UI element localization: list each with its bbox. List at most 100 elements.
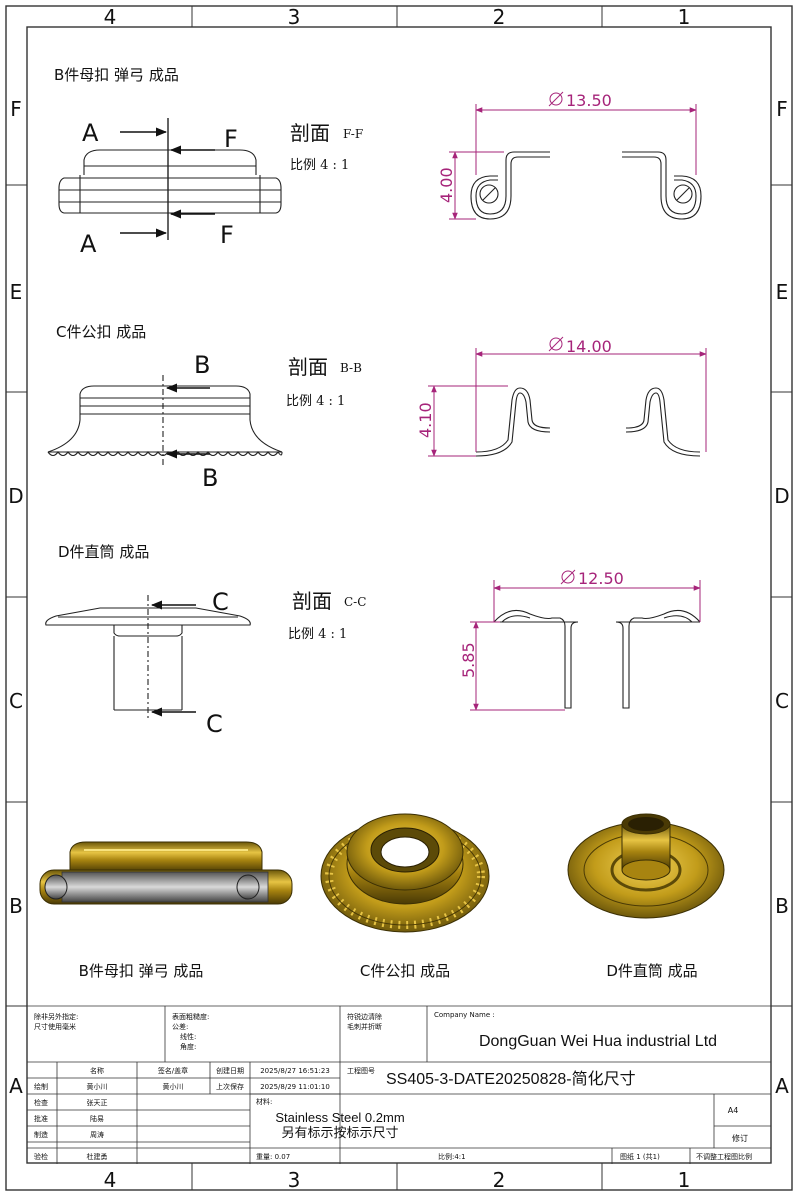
part-c-cut-label-b-top: B [194,351,210,379]
zone-row-f-right: F [776,97,788,121]
tb-create-label: 创建日期 [216,1066,244,1075]
tb-deburr-1: 符锐边清除 [347,1012,382,1021]
zone-row-c-left: C [9,689,23,713]
zone-labels: 4 3 2 1 4 3 2 1 F E D C B A F E D C B A [8,5,789,1192]
part-b-dim-height: 4.00 [437,167,456,203]
tb-role-draw: 绘制 [34,1082,48,1091]
part-d-render [567,813,725,919]
tb-note-2: 尺寸使用毫米 [34,1022,76,1031]
tb-role-check-name: 张天正 [87,1098,108,1107]
tb-finish-3: 线性: [180,1032,196,1041]
part-d-section: D件直筒 成品 C C 剖面 C-C 比例 4 : 1 [45,543,701,738]
zone-row-f-left: F [10,97,22,121]
part-d-scale: 比例 4 : 1 [288,627,347,642]
part-b-profile [470,151,702,220]
tb-note-1: 除非另外指定: [34,1012,78,1021]
tb-role-draw-name: 黄小川 [87,1082,108,1091]
zone-row-d-right: D [774,484,789,508]
zone-row-e-left: E [10,280,23,304]
tb-role-approve-name: 陆易 [90,1114,104,1123]
part-c-section: C件公扣 成品 B B 剖面 B-B 比例 4 : 1 [47,323,707,492]
part-c-dim-height: 4.10 [416,402,435,438]
tb-finish-4: 角度: [180,1042,196,1051]
part-c-profile [475,387,701,457]
border-frame [5,5,793,1191]
zone-col-4-top: 4 [104,5,117,29]
tb-scale: 比例:4:1 [438,1152,466,1161]
tb-role-make-name: 周涛 [90,1130,104,1139]
tb-material-label: 材料: [256,1097,272,1106]
zone-col-2-bottom: 2 [493,1168,506,1192]
tb-size: A4 [728,1106,739,1115]
part-c-render [320,813,490,933]
part-d-title: D件直筒 成品 [58,543,149,561]
part-d-dimensions [470,569,701,711]
tb-deburr-2: 毛刺并折断 [347,1022,382,1031]
tb-sheet: 图纸 1 (共1) [620,1152,660,1161]
part-c-section-label: 剖面 [288,355,328,379]
part-b-section: B件母扣 弹弓 成品 A A F F 剖面 F-F 比例 4 : 1 [54,66,702,258]
part-b-render [39,841,293,905]
tb-col-sign: 签名/盖章 [158,1066,188,1075]
part-d-cut-label-c-bottom: C [206,710,223,738]
part-c-dimensions [428,336,707,457]
part-b-section-id: F-F [343,127,363,141]
part-c-cut-arrows [165,383,210,459]
part-c-cut-label-b-bottom: B [202,464,218,492]
part-c-section-id: B-B [340,361,362,375]
part-d-section-label: 剖面 [292,589,332,613]
part-b-section-label: 剖面 [290,121,330,145]
zone-row-d-left: D [8,484,23,508]
part-d-section-id: C-C [344,595,366,609]
part-b-title: B件母扣 弹弓 成品 [54,66,179,84]
caption-part-b: B件母扣 弹弓 成品 [79,962,204,980]
tb-material-1: Stainless Steel 0.2mm [275,1110,404,1125]
tb-revision: 修订 [732,1133,748,1143]
tb-create-date: 2025/8/27 16:51:23 [260,1067,330,1075]
part-d-side-view [45,595,251,720]
zone-col-2-top: 2 [493,5,506,29]
tb-weight: 重量: 0.07 [256,1153,290,1161]
zone-col-4-bottom: 4 [104,1168,117,1192]
part-b-cut-label-f-bottom: F [220,221,234,249]
tb-role-make: 制造 [34,1130,48,1139]
tb-save-label: 上次保存 [216,1082,244,1091]
tb-save-date: 2025/8/29 11:01:10 [260,1083,330,1091]
tb-material-2: 另有标示按标示尺寸 [281,1125,398,1140]
zone-col-1-bottom: 1 [678,1168,691,1192]
zone-row-c-right: C [775,689,789,713]
part-c-title: C件公扣 成品 [56,323,146,341]
part-b-dim-diameter: 13.50 [566,91,612,110]
title-block [27,1005,771,1164]
tb-role-approve: 批准 [34,1114,48,1123]
tb-finish-2: 公差: [172,1022,188,1031]
part-c-scale: 比例 4 : 1 [286,394,345,409]
part-d-dim-diameter: 12.50 [578,569,624,588]
part-b-cut-label-f-top: F [224,125,238,153]
zone-row-a-left: A [9,1074,23,1098]
tb-drawing-no: SS405-3-DATE20250828-简化尺寸 [386,1070,636,1088]
part-d-cut-label-c-top: C [212,588,229,616]
tb-finish-1: 表面粗糙度: [172,1012,209,1021]
tb-role-verify: 验检 [34,1152,48,1161]
tb-role-draw-sign: 黄小川 [163,1082,184,1091]
tb-company-name: DongGuan Wei Hua industrial Ltd [479,1033,717,1050]
part-b-cut-label-a-top: A [82,119,99,147]
zone-row-b-right: B [775,894,789,918]
part-c-dim-diameter: 14.00 [566,337,612,356]
zone-col-1-top: 1 [678,5,691,29]
tb-drawing-no-label: 工程图号 [347,1066,375,1075]
tb-col-name: 名称 [90,1066,104,1075]
tb-role-verify-name: 杜建勇 [87,1152,108,1161]
part-d-dim-height: 5.85 [459,642,478,678]
part-b-scale: 比例 4 : 1 [290,158,349,173]
zone-col-3-top: 3 [288,5,301,29]
part-d-cut-arrows [150,600,196,717]
part-b-cut-label-a-bottom: A [80,230,97,258]
part-b-dimensions [449,91,697,220]
zone-row-e-right: E [776,280,789,304]
tb-no-scale: 不调整工程图比例 [696,1152,752,1161]
caption-part-d: D件直筒 成品 [606,962,697,980]
part-b-cut-arrows [120,127,215,238]
